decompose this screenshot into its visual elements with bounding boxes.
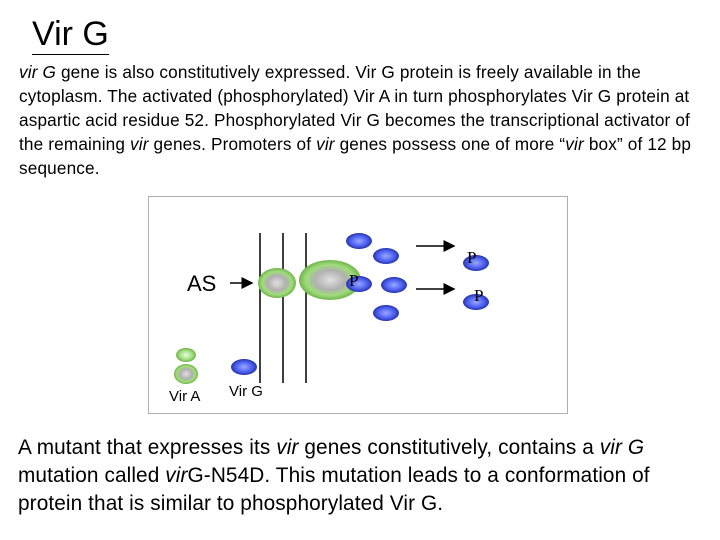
virg-molecule-phosphorylated — [463, 255, 489, 271]
intro-text-1: gene is also constitutively expressed. V… — [19, 62, 690, 154]
virg-molecule — [346, 233, 372, 249]
intro-text-2: genes. Promoters of — [148, 134, 317, 154]
as-label: AS — [187, 271, 216, 296]
virg-molecule — [381, 277, 407, 293]
vira-label: Vir A — [169, 388, 200, 405]
intro-italic-1: vir G — [19, 62, 57, 82]
virg-molecule — [373, 305, 399, 321]
vira-receptor-left — [258, 268, 296, 298]
intro-text-4: box” of 12 bp sequence. — [19, 134, 692, 178]
intro-paragraph: vir G gene is also constitutively expres… — [19, 60, 709, 180]
virg-molecule — [373, 248, 399, 264]
outro-text-1: A mutant that expresses its — [18, 436, 277, 459]
virg-molecule — [346, 276, 372, 292]
virg-molecule-phosphorylated — [463, 294, 489, 310]
intro-italic-2: vir — [130, 134, 149, 154]
outro-text-4: G-N54D. This mutation leads to a conform… — [18, 464, 650, 515]
vira-legend-top — [176, 348, 196, 362]
virg-legend — [231, 359, 257, 375]
intro-text-3: genes possess one of more “ — [334, 134, 566, 154]
page-title: Vir G — [32, 15, 109, 55]
virg-label: Vir G — [229, 383, 263, 400]
intro-italic-4: vir — [565, 134, 584, 154]
p-label-top: P — [467, 248, 476, 267]
p-label-bottom: P — [474, 286, 483, 305]
outro-italic-1: vir — [276, 436, 299, 459]
outro-italic-3: vir — [165, 464, 188, 487]
outro-text-2: genes constitutively, contains a — [298, 436, 600, 459]
vir-signaling-diagram: AS P P P Vir A Vir G — [148, 196, 568, 414]
outro-italic-2: vir G — [599, 436, 645, 459]
outro-paragraph: A mutant that expresses its vir genes co… — [18, 434, 714, 518]
diagram-canvas: AS P P P Vir A Vir G — [169, 233, 489, 405]
intro-italic-3: vir — [316, 134, 335, 154]
p-label-receptor: P — [349, 271, 358, 290]
outro-text-3: mutation called — [18, 464, 166, 487]
vira-legend-bottom — [174, 364, 198, 384]
vira-receptor-right — [299, 260, 361, 300]
